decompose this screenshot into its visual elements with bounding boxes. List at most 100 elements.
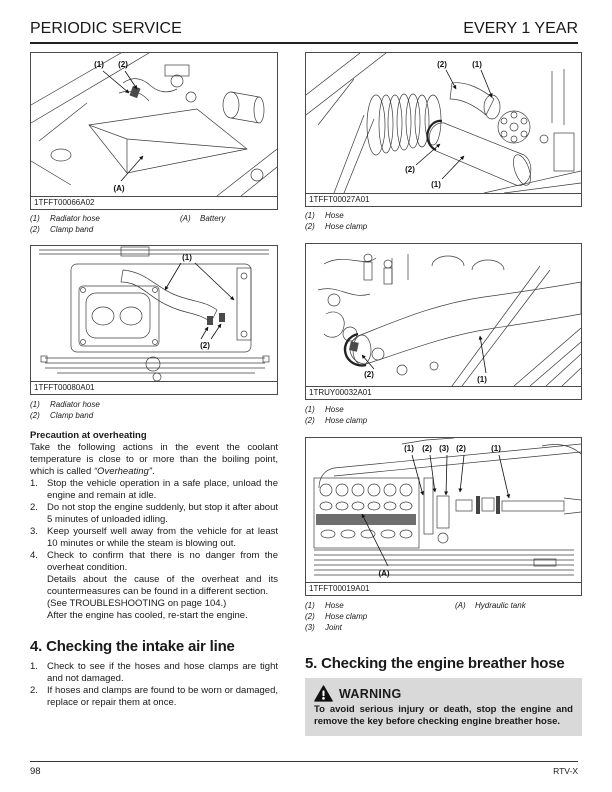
legend-label: Hose clamp <box>325 416 368 425</box>
precaution-intro: Take the following actions in the event … <box>30 442 278 478</box>
figure-intake-air-line: (2) (1) (2) (1) 1TFFT00027A01 <box>305 52 582 207</box>
list-item: 4. Check to confirm that there is no dan… <box>30 550 278 622</box>
left-column: (1) (2) (A) 1TFFT00066A02 (1) Radiator ho… <box>30 52 278 709</box>
figure-code: 1TFFT00080A01 <box>31 381 277 394</box>
legend-label: Joint <box>325 623 342 632</box>
callout-2: (2) <box>200 341 210 350</box>
legend-label: Radiator hose <box>50 214 100 223</box>
callout-1: (1) <box>477 375 487 384</box>
list-item: 1. Stop the vehicle operation in a safe … <box>30 478 278 502</box>
figure-radiator-hose-top: (1) (2) 1TFFT00080A01 <box>30 245 278 395</box>
item-number: 2. <box>30 685 38 696</box>
legend-label: Radiator hose <box>50 400 100 409</box>
list-item: 1. Check to see if the hoses and hose cl… <box>30 661 278 685</box>
callout-2: (2) <box>422 444 432 453</box>
item-text-group: Check to confirm that there is no danger… <box>47 550 278 622</box>
engine-hose-illustration: (2) (1) <box>317 253 581 386</box>
legend-label: Hose clamp <box>325 612 368 621</box>
figure-engine-hose: (2) (1) 1TRUY00032A01 <box>305 243 582 400</box>
figure-legend: (1) Hose (2) Hose clamp <box>305 404 582 426</box>
item-text: If hoses and clamps are found to be worn… <box>47 685 278 708</box>
item-extra-text: Details about the cause of the overheat … <box>47 574 278 597</box>
warning-header: WARNING <box>314 685 573 702</box>
header-section-title: PERIODIC SERVICE <box>30 20 182 37</box>
callout-2b: (2) <box>456 444 466 453</box>
legend-label: Hydraulic tank <box>475 601 526 610</box>
legend-num: (A) <box>180 214 191 223</box>
warning-box: WARNING To avoid serious injury or death… <box>305 678 582 736</box>
legend-num: (1) <box>305 601 315 610</box>
item-extra-text: After the engine has cooled, re-start th… <box>47 610 248 621</box>
callout-2: (2) <box>118 60 128 69</box>
callout-A: (A) <box>113 184 124 193</box>
intro-italic-term: “Overheating” <box>93 466 152 477</box>
callout-1: (1) <box>94 60 104 69</box>
item-text: Check to confirm that there is no danger… <box>47 550 278 573</box>
figure-radiator-hose-battery: (1) (2) (A) 1TFFT00066A02 <box>30 52 278 210</box>
figure-legend: (1) Radiator hose (2) Clamp band (A) Batter… <box>30 213 278 235</box>
legend-label: Battery <box>200 214 226 223</box>
item-text: Do not stop the engine suddenly, but sto… <box>47 502 278 525</box>
callout-1b: (1) <box>491 444 501 453</box>
figure-code: 1TRUY00032A01 <box>306 386 581 399</box>
callout-2: (2) <box>437 60 447 69</box>
precaution-heading: Precaution at overheating <box>30 430 147 441</box>
legend-num: (2) <box>30 225 40 234</box>
legend-num: (1) <box>305 405 315 414</box>
figure-legend: (1) Radiator hose (2) Clamp band <box>30 399 278 421</box>
legend-label: Hose <box>325 211 344 220</box>
figure-code: 1TFFT00019A01 <box>306 582 581 595</box>
item-number: 4. <box>30 550 38 561</box>
precaution-list: 1. Stop the vehicle operation in a safe … <box>30 478 278 622</box>
legend-num: (2) <box>305 416 315 425</box>
callout-1: (1) <box>182 253 192 262</box>
callout-A: (A) <box>378 569 389 578</box>
figure-code: 1TFFT00027A01 <box>306 193 581 206</box>
header-interval-title: EVERY 1 YEAR <box>463 20 578 37</box>
section-5-heading: 5. Checking the engine breather hose <box>305 655 565 672</box>
page-number: 98 <box>30 766 41 777</box>
callout-2b: (2) <box>405 165 415 174</box>
callout-3: (3) <box>439 444 449 453</box>
figure-code: 1TFFT00066A02 <box>31 196 277 209</box>
item-text: Keep yourself well away from the vehicle… <box>47 526 278 549</box>
page-footer: 98 RTV-X <box>30 766 578 777</box>
legend-num: (2) <box>305 612 315 621</box>
figure-legend: (1) Hose (2) Hose clamp <box>305 210 582 232</box>
figure-hydraulic-tank: (1) (2) (3) (2) (1) (A) 1TFFT00019A01 <box>305 437 582 596</box>
item-extra-text: (See TROUBLESHOOTING on page 104.) <box>47 598 227 609</box>
legend-num: (2) <box>305 222 315 231</box>
radiator-illustration: (1) (2) <box>39 246 270 381</box>
section-4-list: 1. Check to see if the hoses and hose cl… <box>30 661 278 709</box>
item-text: Stop the vehicle operation in a safe pla… <box>47 478 278 501</box>
list-item: 3. Keep yourself well away from the vehi… <box>30 526 278 550</box>
page-header: PERIODIC SERVICE EVERY 1 YEAR <box>30 20 578 44</box>
legend-num: (2) <box>30 411 40 420</box>
list-item: 2. Do not stop the engine suddenly, but … <box>30 502 278 526</box>
right-column: (2) (1) (2) (1) 1TFFT00027A01 (1) Hose (2… <box>305 52 582 736</box>
item-number: 1. <box>30 661 38 672</box>
legend-label: Hose <box>325 601 344 610</box>
model-label: RTV-X <box>553 766 578 776</box>
legend-label: Clamp band <box>50 225 94 234</box>
legend-label: Hose clamp <box>325 222 368 231</box>
callout-2: (2) <box>364 370 374 379</box>
warning-triangle-icon <box>314 685 333 702</box>
callout-1: (1) <box>472 60 482 69</box>
footer-divider <box>30 761 578 762</box>
legend-num: (A) <box>455 601 466 610</box>
legend-label: Clamp band <box>50 411 94 420</box>
legend-num: (3) <box>305 623 315 632</box>
legend-num: (1) <box>30 214 40 223</box>
air-intake-illustration: (2) (1) (2) (1) <box>306 53 581 193</box>
engine-bay-illustration: (1) (2) (A) <box>31 53 277 196</box>
legend-label: Hose <box>325 405 344 414</box>
intro-period: . <box>151 466 155 477</box>
warning-label: WARNING <box>339 686 402 701</box>
intro-text: Take the following actions in the event … <box>30 442 278 477</box>
figure-legend: (1) Hose (2) Hose clamp (3) Joint (A) Hydrau… <box>305 600 582 633</box>
callout-1: (1) <box>404 444 414 453</box>
legend-num: (1) <box>305 211 315 220</box>
hydraulic-tank-illustration: (1) (2) (3) (2) (1) (A) <box>313 438 581 578</box>
legend-num: (1) <box>30 400 40 409</box>
